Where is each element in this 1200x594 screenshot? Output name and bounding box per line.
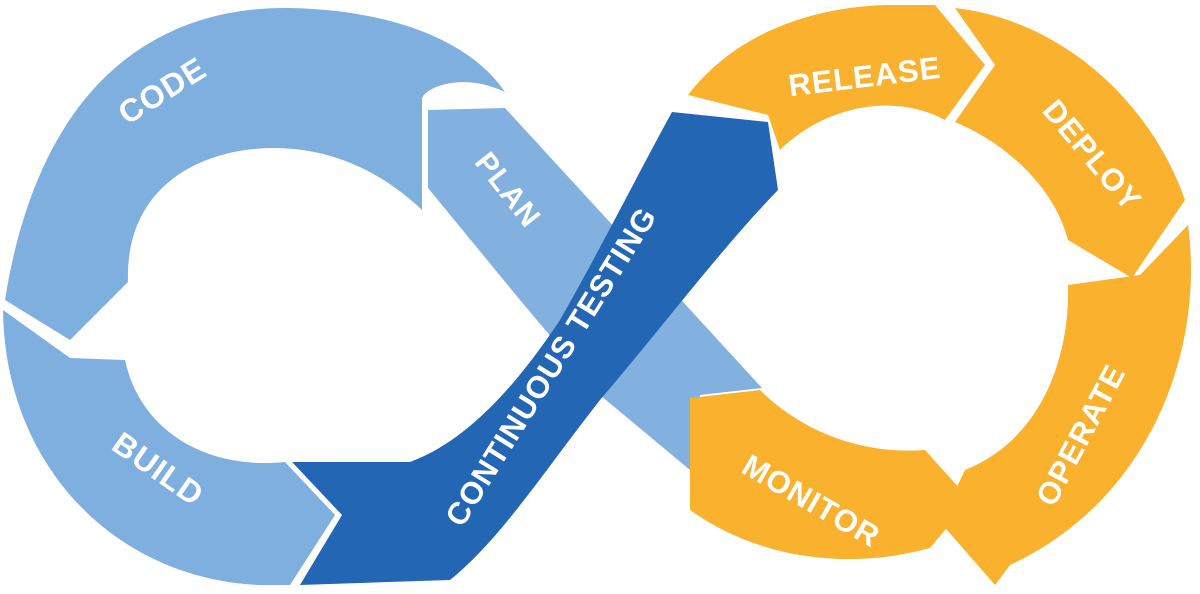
code-segment bbox=[5, 7, 505, 340]
build-segment bbox=[3, 310, 335, 585]
deploy-segment bbox=[955, 8, 1185, 278]
ops-loop bbox=[688, 5, 1191, 585]
monitor-segment bbox=[690, 390, 970, 560]
release-segment bbox=[688, 5, 985, 150]
continuous-testing-segment bbox=[292, 112, 778, 585]
operate-segment bbox=[940, 225, 1191, 585]
